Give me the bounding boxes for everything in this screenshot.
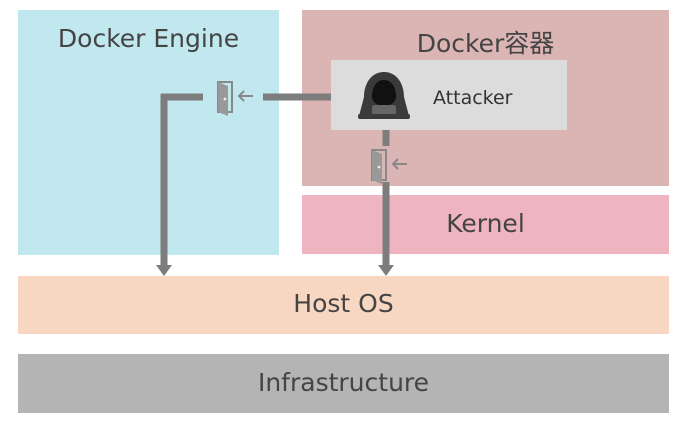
- door-exit-icon: [217, 81, 253, 116]
- hacker-icon: [358, 72, 410, 119]
- kernel-block: Kernel: [302, 195, 669, 254]
- docker-engine-block: Docker Engine: [18, 10, 279, 255]
- host-os-label: Host OS: [293, 289, 394, 318]
- kernel-escape-arrow: [378, 130, 394, 276]
- docker-engine-label: Docker Engine: [57, 24, 240, 53]
- infrastructure-block: Infrastructure: [18, 354, 669, 413]
- door-exit-icon: [371, 149, 407, 184]
- engine-escape-arrow: [156, 93, 331, 276]
- host-os-block: Host OS: [18, 276, 669, 334]
- attacker-label: Attacker: [433, 87, 513, 109]
- attacker-box: Attacker: [331, 60, 567, 130]
- kernel-label: Kernel: [446, 209, 525, 238]
- infrastructure-label: Infrastructure: [257, 368, 430, 397]
- docker-container-label: Docker容器: [416, 29, 555, 58]
